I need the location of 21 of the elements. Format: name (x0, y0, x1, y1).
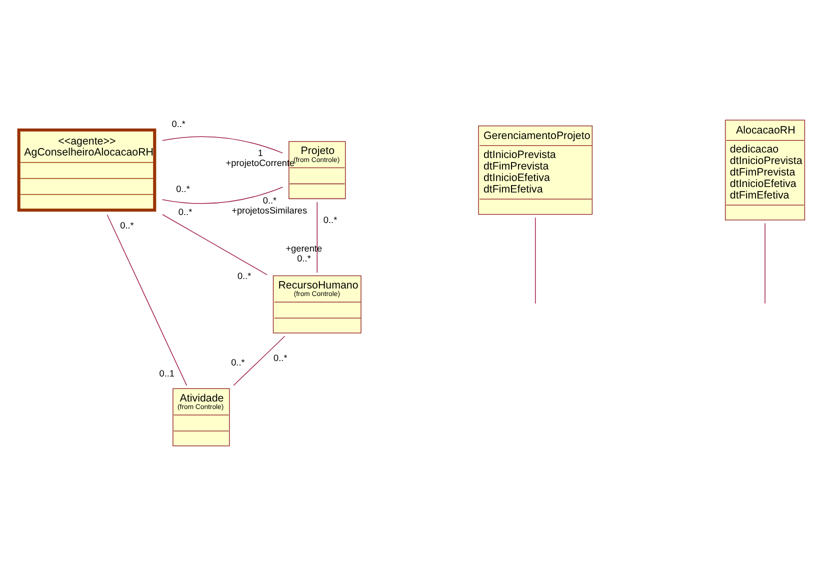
connector (162, 186, 284, 204)
label: +projetosSimilares (232, 204, 308, 215)
label: 0..* (323, 214, 338, 225)
label: 1 (258, 148, 263, 158)
connector (316, 201, 318, 273)
connector (162, 136, 284, 153)
label: 0..* (237, 270, 252, 281)
label: 0..* (172, 118, 186, 128)
label: 0..* (297, 252, 311, 263)
label: 0..* (120, 220, 134, 230)
label: 0..* (262, 194, 277, 205)
connector (233, 335, 286, 386)
label: 0..* (178, 206, 192, 216)
connector (162, 214, 268, 275)
label: 0..* (231, 356, 245, 367)
connector (534, 216, 536, 304)
connector (106, 214, 188, 386)
label: 0..1 (159, 368, 174, 378)
label: 0..* (274, 352, 288, 362)
connector (764, 222, 766, 304)
label: 0..* (176, 184, 190, 194)
